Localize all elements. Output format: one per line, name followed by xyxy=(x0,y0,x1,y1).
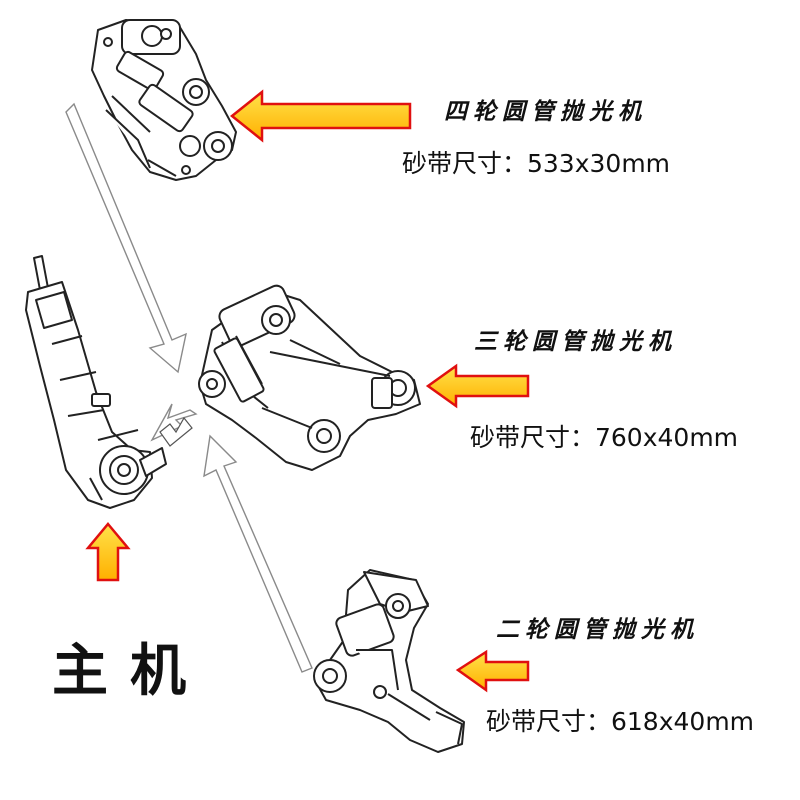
guide-arrow-from-four-wheel xyxy=(65,102,187,374)
four-wheel-title: 四轮圆管抛光机 xyxy=(444,98,647,125)
three-wheel-title: 三轮圆管抛光机 xyxy=(474,328,677,355)
three-wheel-belt-size: 砂带尺寸：760x40mm xyxy=(470,423,739,452)
four-wheel-attachment-drawing xyxy=(91,19,237,181)
host-label: 主机 xyxy=(52,638,208,704)
angle-grinder-drawing xyxy=(25,255,167,509)
pointer-arrow-host xyxy=(85,522,131,582)
two-wheel-title: 二轮圆管抛光机 xyxy=(496,616,699,643)
grinder-spark-icon xyxy=(159,416,193,447)
two-wheel-belt-size: 砂带尺寸：618x40mm xyxy=(486,707,755,736)
three-wheel-attachment-drawing xyxy=(198,284,421,471)
pointer-arrow-three-wheel xyxy=(425,363,530,409)
guide-arrow-from-two-wheel xyxy=(203,434,313,673)
four-wheel-belt-size: 砂带尺寸：533x30mm xyxy=(402,149,671,178)
pointer-arrow-four-wheel xyxy=(229,89,412,143)
pointer-arrow-two-wheel xyxy=(455,649,530,693)
two-wheel-attachment-drawing xyxy=(313,569,465,753)
